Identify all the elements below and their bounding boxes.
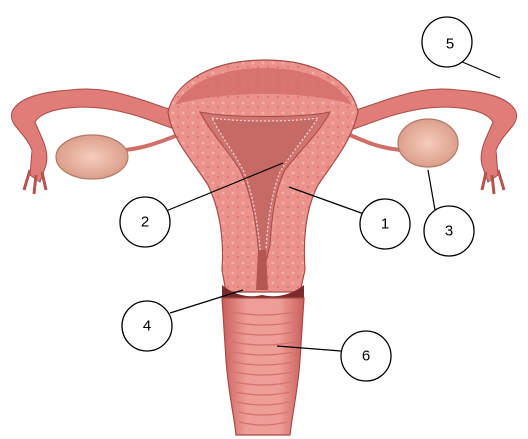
callout-5: 5: [422, 17, 472, 67]
cervical-canal: [256, 250, 268, 290]
callout-1: 1: [360, 199, 410, 249]
callout-5-label: 5: [446, 36, 454, 53]
leader-line-3: [428, 170, 435, 210]
leader-line-5: [460, 61, 500, 78]
callout-3-label: 3: [445, 223, 453, 240]
left-ovary: [56, 135, 128, 179]
right-ovary: [398, 119, 458, 167]
callout-6-label: 6: [362, 348, 370, 365]
callout-2: 2: [120, 197, 170, 247]
callout-2-label: 2: [141, 214, 149, 231]
right-ovarian-ligament: [350, 135, 400, 150]
callout-4: 4: [122, 301, 172, 351]
callout-4-label: 4: [143, 318, 151, 335]
callout-6: 6: [341, 331, 391, 381]
callout-3: 3: [424, 206, 474, 256]
callout-1-label: 1: [381, 216, 389, 233]
left-ovarian-ligament: [125, 135, 178, 150]
